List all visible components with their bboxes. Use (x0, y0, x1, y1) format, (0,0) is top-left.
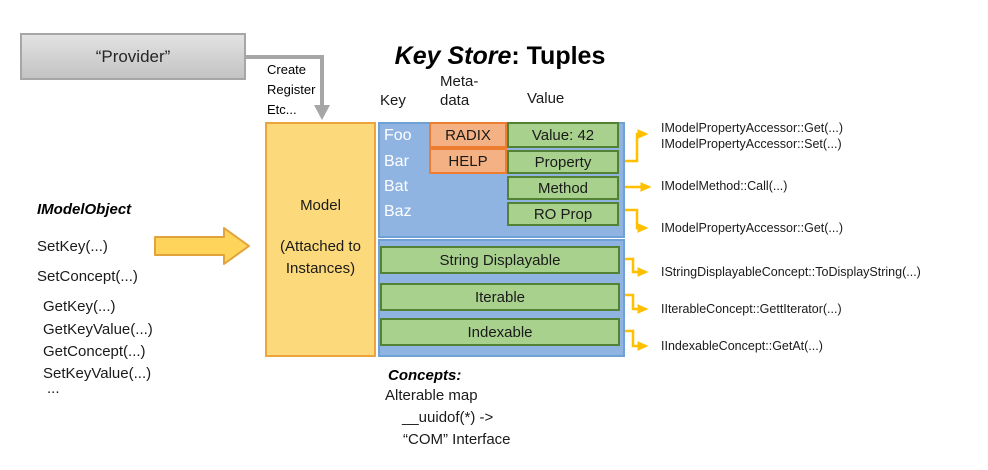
key-row: Bat (384, 178, 409, 195)
imodelobject-method: ... (47, 380, 60, 397)
model-box: Model (Attached to Instances) (265, 122, 376, 357)
connector-label-line: Register (267, 82, 316, 97)
connector-label: Create Register Etc... (267, 60, 315, 120)
column-header-value: Value (527, 90, 565, 107)
connector-label-line: Etc... (267, 102, 297, 117)
method-annotation: IModelMethod::Call(...) (661, 179, 788, 193)
column-header-metadata-line2: data (440, 92, 470, 109)
imodelobject-method: SetKeyValue(...) (43, 365, 152, 382)
column-header-metadata-line1: Meta- (440, 73, 479, 90)
model-box-title: Model (300, 197, 341, 214)
imodelobject-method: GetKey(...) (43, 298, 116, 315)
model-box-subtitle-line2: Instances) (285, 260, 356, 277)
concept-bar: Indexable (380, 318, 620, 346)
value-cell: Property (507, 150, 619, 174)
connector-label-line: Create (267, 62, 307, 77)
title-italic-part: Key Store (394, 42, 512, 70)
concepts-heading: Concepts: (388, 367, 462, 384)
iterable-annotation: IIterableConcept::GettIterator(...) (661, 302, 842, 316)
provider-label: “Provider” (95, 46, 171, 66)
page-title: Key Store: Tuples (320, 42, 680, 71)
value-cell: Value: 42 (507, 122, 619, 148)
title-bold-part: Tuples (526, 42, 606, 70)
concept-bar: String Displayable (380, 246, 620, 274)
concepts-line: “COM” Interface (403, 431, 511, 448)
annotation-line: IModelPropertyAccessor::Set(...) (661, 137, 842, 151)
key-row: Foo (384, 127, 412, 144)
annotation-line: IModelPropertyAccessor::Get(...) (661, 121, 844, 135)
provider-box: “Provider” (20, 33, 246, 80)
concepts-line: __uuidof(*) -> (402, 409, 494, 426)
indexable-annotation: IIndexableConcept::GetAt(...) (661, 339, 823, 353)
ro-prop-annotation: IModelPropertyAccessor::Get(...) (661, 221, 844, 235)
metadata-cell: RADIX (429, 122, 507, 148)
column-header-key: Key (380, 92, 406, 109)
value-cell: Method (507, 176, 619, 200)
imodelobject-method: SetKey(...) (37, 238, 108, 255)
column-header-metadata: Meta- data (440, 72, 478, 110)
imodelobject-heading: IModelObject (37, 201, 132, 218)
metadata-cell: HELP (429, 148, 507, 174)
key-row: Baz (384, 203, 412, 220)
model-box-subtitle-line1: (Attached to (280, 238, 361, 255)
string-displayable-annotation: IStringDisplayableConcept::ToDisplayStri… (661, 265, 921, 279)
property-annotation: IModelPropertyAccessor::Get(...) IModelP… (661, 120, 843, 152)
value-cell: RO Prop (507, 202, 619, 226)
title-separator: : (511, 42, 527, 70)
concepts-line: Alterable map (385, 387, 478, 404)
imodelobject-method: GetKeyValue(...) (43, 321, 153, 338)
key-row: Bar (384, 153, 409, 170)
imodelobject-method: GetConcept(...) (43, 343, 146, 360)
concept-bar: Iterable (380, 283, 620, 311)
imodelobject-method: SetConcept(...) (37, 268, 138, 285)
model-box-subtitle: (Attached to Instances) (267, 236, 374, 280)
imodelobject-block-arrow (154, 227, 250, 265)
